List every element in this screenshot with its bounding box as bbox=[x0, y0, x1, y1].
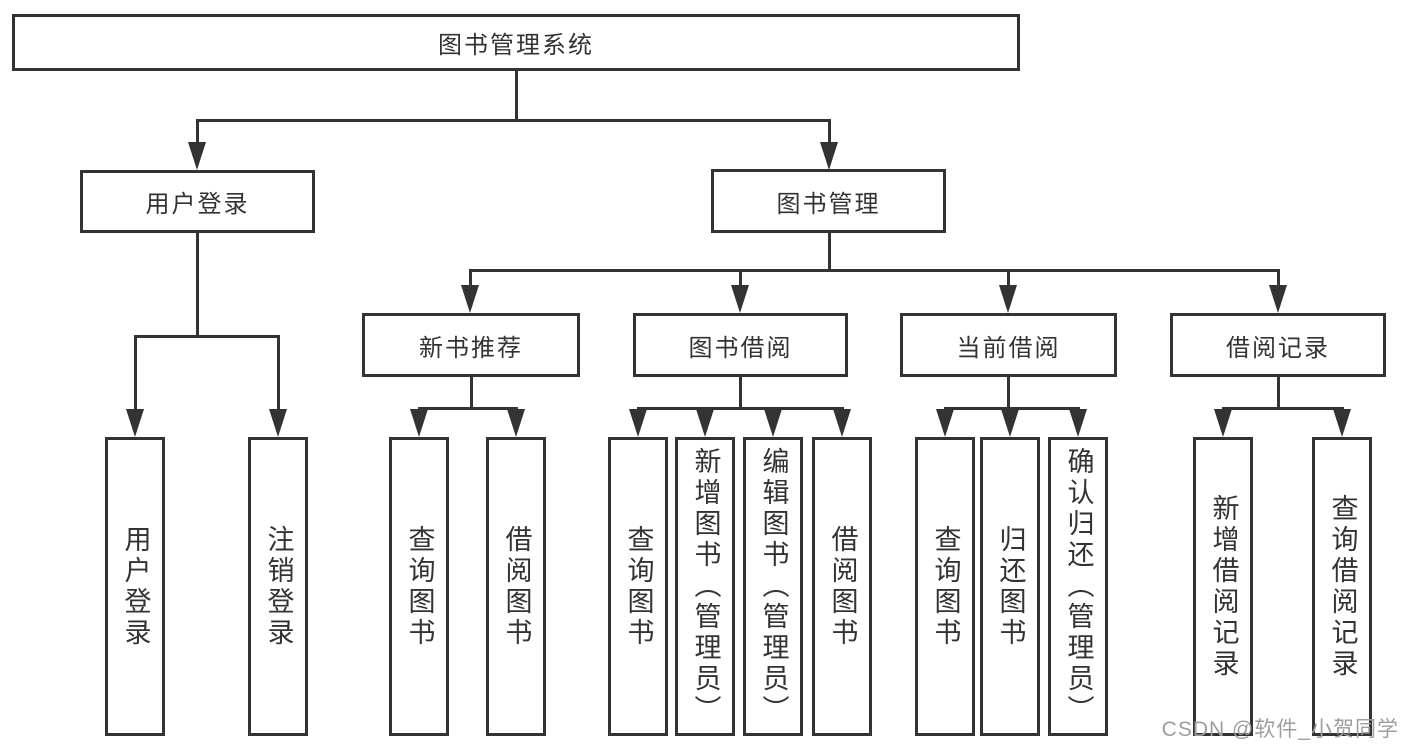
leaf-add-borrow-record-label: 新增借阅记录 bbox=[1208, 493, 1239, 680]
connector-line bbox=[196, 119, 199, 145]
arrow-down-icon bbox=[629, 409, 647, 437]
node-new-book-recommend: 新书推荐 bbox=[362, 313, 580, 377]
connector-line bbox=[1222, 407, 1344, 410]
leaf-logout-label: 注销登录 bbox=[263, 524, 294, 649]
leaf-recommend-borrow-book: 借阅图书 bbox=[486, 437, 546, 736]
arrow-down-icon bbox=[126, 409, 144, 437]
node-borrow-record-label: 借阅记录 bbox=[1226, 334, 1330, 362]
connector-line bbox=[134, 335, 280, 338]
leaf-query-borrow-record: 查询借阅记录 bbox=[1312, 437, 1372, 736]
leaf-user-login: 用户登录 bbox=[105, 437, 165, 736]
leaf-confirm-return-admin-label: 确认归还（管理员） bbox=[1063, 447, 1094, 726]
leaf-confirm-return-admin: 确认归还（管理员） bbox=[1048, 437, 1108, 736]
connector-line bbox=[196, 119, 831, 122]
leaf-recommend-query-book-label: 查询图书 bbox=[404, 524, 435, 649]
node-current-borrow: 当前借阅 bbox=[900, 313, 1117, 377]
arrow-down-icon bbox=[936, 409, 954, 437]
arrow-down-icon bbox=[696, 409, 714, 437]
arrow-down-icon bbox=[269, 409, 287, 437]
leaf-add-borrow-record: 新增借阅记录 bbox=[1193, 437, 1253, 736]
node-new-book-recommend-label: 新书推荐 bbox=[419, 334, 523, 362]
arrow-down-icon bbox=[1269, 285, 1287, 313]
leaf-edit-book-admin-label: 编辑图书（管理员） bbox=[758, 447, 789, 726]
arrow-down-icon bbox=[833, 409, 851, 437]
arrow-down-icon bbox=[1069, 409, 1087, 437]
connector-line bbox=[1007, 269, 1010, 287]
node-book-borrow-label: 图书借阅 bbox=[688, 334, 793, 362]
leaf-edit-book-admin: 编辑图书（管理员） bbox=[743, 437, 803, 736]
leaf-borrow-query-book: 查询图书 bbox=[608, 437, 668, 736]
leaf-current-query-book: 查询图书 bbox=[915, 437, 975, 736]
leaf-return-book: 归还图书 bbox=[980, 437, 1040, 736]
node-book-management: 图书管理 bbox=[711, 169, 946, 233]
arrow-down-icon bbox=[999, 285, 1017, 313]
leaf-recommend-query-book: 查询图书 bbox=[389, 437, 449, 736]
connector-line bbox=[637, 407, 844, 410]
leaf-query-borrow-record-label: 查询借阅记录 bbox=[1327, 493, 1358, 680]
leaf-borrow-query-book-label: 查询图书 bbox=[623, 524, 654, 649]
connector-line bbox=[739, 377, 742, 409]
connector-line bbox=[470, 377, 473, 409]
node-root-label: 图书管理系统 bbox=[438, 32, 594, 59]
leaf-current-query-book-label: 查询图书 bbox=[930, 524, 961, 649]
node-book-management-label: 图书管理 bbox=[776, 190, 881, 218]
arrow-down-icon bbox=[461, 285, 479, 313]
arrow-down-icon bbox=[731, 285, 749, 313]
leaf-recommend-borrow-book-label: 借阅图书 bbox=[501, 524, 532, 649]
connector-line bbox=[418, 407, 518, 410]
arrow-down-icon bbox=[1333, 409, 1351, 437]
connector-line bbox=[469, 269, 472, 287]
connector-line bbox=[944, 407, 1080, 410]
node-book-borrow: 图书借阅 bbox=[633, 313, 848, 377]
arrow-down-icon bbox=[764, 409, 782, 437]
connector-line bbox=[277, 335, 280, 411]
arrow-down-icon bbox=[188, 142, 206, 170]
leaf-logout: 注销登录 bbox=[248, 437, 308, 736]
connector-line bbox=[515, 69, 518, 119]
leaf-add-book-admin-label: 新增图书（管理员） bbox=[690, 447, 721, 726]
leaf-return-book-label: 归还图书 bbox=[995, 524, 1026, 649]
arrow-down-icon bbox=[1001, 409, 1019, 437]
node-user-login-label: 用户登录 bbox=[145, 191, 250, 218]
node-borrow-record: 借阅记录 bbox=[1170, 313, 1386, 377]
csdn-watermark: CSDN @软件_小贺同学 bbox=[1161, 718, 1399, 741]
connector-line bbox=[196, 233, 199, 337]
connector-line bbox=[739, 269, 742, 287]
connector-line bbox=[134, 335, 137, 411]
leaf-add-book-admin: 新增图书（管理员） bbox=[675, 437, 735, 736]
connector-line bbox=[1007, 377, 1010, 409]
node-root: 图书管理系统 bbox=[12, 14, 1020, 71]
arrow-down-icon bbox=[820, 142, 838, 170]
connector-line bbox=[828, 233, 831, 271]
connector-line bbox=[1277, 377, 1280, 409]
connector-line bbox=[828, 119, 831, 145]
connector-line bbox=[469, 269, 1280, 272]
arrow-down-icon bbox=[1214, 409, 1232, 437]
node-current-borrow-label: 当前借阅 bbox=[956, 334, 1061, 362]
node-user-login: 用户登录 bbox=[80, 170, 315, 233]
connector-line bbox=[1277, 269, 1280, 287]
arrow-down-icon bbox=[410, 409, 428, 437]
arrow-down-icon bbox=[507, 409, 525, 437]
leaf-borrow-book-label: 借阅图书 bbox=[827, 524, 858, 649]
leaf-borrow-book: 借阅图书 bbox=[812, 437, 872, 736]
leaf-user-login-label: 用户登录 bbox=[120, 524, 151, 649]
